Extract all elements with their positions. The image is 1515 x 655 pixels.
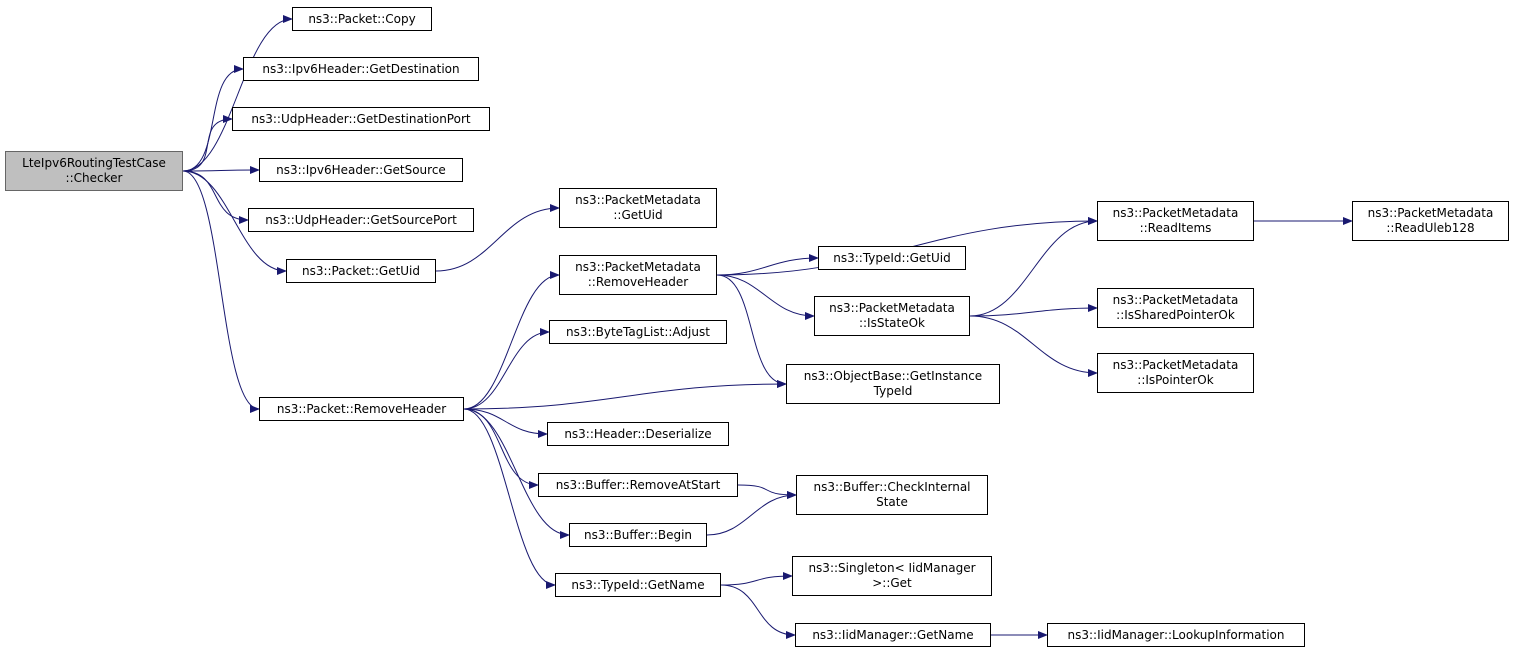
edge-typeid_get_name-to-singleton_get [720, 572, 793, 586]
edge-packet_remove_header-to-buffer_begin [463, 408, 570, 539]
edge-buffer_remove_at_start-to-buffer_check_internal_state [737, 484, 797, 499]
edge-metadata_remove_header-to-objectbase_get_instance_typeid [716, 274, 787, 388]
node-label: ns3::UdpHeader::GetDestinationPort [251, 111, 471, 126]
node-label: ::ReadUleb128 [1386, 221, 1475, 235]
node-label: ns3::PacketMetadata [829, 301, 955, 315]
node-label: ns3::PacketMetadata [1367, 206, 1494, 220]
edge-typeid_get_name-to-iidmanager_get_name [720, 584, 796, 639]
node-metadata-get-uid[interactable]: ns3::PacketMetadata ::GetUid [559, 188, 717, 228]
node-label: ns3::Buffer::Begin [583, 527, 693, 542]
edge-packet_get_uid-to-metadata_get_uid [435, 204, 560, 272]
node-label: ns3::UdpHeader::GetSourcePort [265, 212, 457, 227]
node-label: ::Checker [65, 171, 123, 185]
node-label: ::RemoveHeader [587, 275, 689, 289]
node-header-deserialize[interactable]: ns3::Header::Deserialize [547, 422, 729, 446]
node-metadata-read-uleb128[interactable]: ns3::PacketMetadata ::ReadUleb128 [1352, 201, 1509, 241]
node-buffer-check-internal-state[interactable]: ns3::Buffer::CheckInternal State [796, 475, 988, 515]
node-label: ::IsSharedPointerOk [1116, 308, 1235, 322]
edge-root-to-packet_remove_header [182, 170, 260, 413]
node-label: ns3::IidManager::LookupInformation [1067, 627, 1285, 642]
edge-packet_remove_header-to-objectbase_get_instance_typeid [463, 380, 787, 410]
node-label: LteIpv6RoutingTestCase [22, 156, 166, 170]
node-packet-remove-header[interactable]: ns3::Packet::RemoveHeader [259, 397, 464, 421]
edge-buffer_begin-to-buffer_check_internal_state [706, 491, 797, 536]
node-label: ns3::Packet::GetUid [301, 263, 421, 278]
edge-packet_remove_header-to-typeid_get_name [463, 408, 556, 589]
node-label: ns3::Ipv6Header::GetDestination [262, 61, 460, 76]
node-objectbase-get-instance-typeid[interactable]: ns3::ObjectBase::GetInstance TypeId [786, 364, 1000, 404]
node-label: ns3::Buffer::RemoveAtStart [555, 477, 721, 492]
node-label: ns3::Buffer::CheckInternal [813, 480, 971, 494]
edge-root-to-udp_get_destination_port [182, 115, 233, 172]
node-packet-get-uid[interactable]: ns3::Packet::GetUid [286, 259, 436, 283]
node-root[interactable]: LteIpv6RoutingTestCase ::Checker [5, 151, 183, 191]
edge-root-to-ipv6_get_source [182, 166, 260, 175]
node-metadata-is-state-ok[interactable]: ns3::PacketMetadata ::IsStateOk [814, 296, 970, 336]
node-metadata-is-shared-pointer-ok[interactable]: ns3::PacketMetadata ::IsSharedPointerOk [1097, 288, 1254, 328]
node-metadata-is-pointer-ok[interactable]: ns3::PacketMetadata ::IsPointerOk [1097, 353, 1254, 393]
node-label: ns3::PacketMetadata [575, 193, 701, 207]
edge-packet_remove_header-to-bytetaglist_adjust [463, 328, 550, 410]
node-udp-get-destination-port[interactable]: ns3::UdpHeader::GetDestinationPort [232, 107, 490, 131]
node-label: ns3::ObjectBase::GetInstance [803, 369, 983, 383]
node-label: ns3::Ipv6Header::GetSource [276, 162, 446, 177]
node-bytetaglist-adjust[interactable]: ns3::ByteTagList::Adjust [549, 320, 727, 344]
node-buffer-begin[interactable]: ns3::Buffer::Begin [569, 523, 707, 547]
node-label: ::ReadItems [1139, 221, 1212, 235]
node-label: ns3::ByteTagList::Adjust [566, 324, 710, 339]
edge-packet_remove_header-to-buffer_remove_at_start [463, 408, 539, 489]
node-metadata-remove-header[interactable]: ns3::PacketMetadata ::RemoveHeader [559, 255, 717, 295]
edge-metadata_remove_header-to-typeid_get_uid [716, 254, 819, 276]
node-label: ::IsStateOk [858, 316, 926, 330]
node-label: ::IsPointerOk [1137, 373, 1214, 387]
edge-root-to-packet_get_uid [182, 170, 287, 275]
node-label: State [876, 495, 908, 509]
node-iidmanager-get-name[interactable]: ns3::IidManager::GetName [795, 623, 991, 647]
node-label: ns3::PacketMetadata [575, 260, 701, 274]
edge-root-to-ipv6_get_destination [182, 65, 244, 172]
node-label: ns3::TypeId::GetUid [833, 250, 951, 265]
node-packet-copy[interactable]: ns3::Packet::Copy [292, 7, 432, 31]
node-label: ns3::Singleton< IidManager [808, 561, 976, 575]
node-ipv6-get-source[interactable]: ns3::Ipv6Header::GetSource [259, 158, 463, 182]
edge-packet_remove_header-to-metadata_remove_header [463, 271, 560, 410]
node-buffer-remove-at-start[interactable]: ns3::Buffer::RemoveAtStart [538, 473, 738, 497]
node-metadata-read-items[interactable]: ns3::PacketMetadata ::ReadItems [1097, 201, 1254, 241]
node-label: ns3::IidManager::GetName [812, 627, 974, 642]
node-label: ns3::Header::Deserialize [564, 426, 712, 441]
edge-packet_remove_header-to-header_deserialize [463, 408, 548, 438]
node-singleton-get[interactable]: ns3::Singleton< IidManager >::Get [792, 556, 992, 596]
node-iidmanager-lookup-information[interactable]: ns3::IidManager::LookupInformation [1047, 623, 1305, 647]
edge-root-to-udp_get_source_port [182, 170, 249, 224]
edge-metadata_is_state_ok-to-metadata_is_pointer_ok [969, 315, 1098, 377]
node-label: ::GetUid [613, 208, 663, 222]
node-label: ns3::PacketMetadata [1112, 293, 1239, 307]
edge-metadata_is_state_ok-to-metadata_read_items [969, 217, 1098, 317]
node-label: ns3::Packet::RemoveHeader [276, 401, 447, 416]
node-typeid-get-name[interactable]: ns3::TypeId::GetName [555, 573, 721, 597]
node-label: ns3::TypeId::GetName [571, 577, 705, 592]
node-typeid-get-uid[interactable]: ns3::TypeId::GetUid [818, 246, 966, 270]
node-label: ns3::Packet::Copy [308, 11, 416, 26]
edge-metadata_remove_header-to-metadata_is_state_ok [716, 274, 815, 320]
node-label: TypeId [873, 384, 913, 398]
node-label: ns3::PacketMetadata [1112, 206, 1239, 220]
node-ipv6-get-destination[interactable]: ns3::Ipv6Header::GetDestination [243, 57, 479, 81]
edge-metadata_is_state_ok-to-metadata_is_shared_pointer_ok [969, 304, 1098, 317]
node-label: ns3::PacketMetadata [1112, 358, 1239, 372]
node-label: >::Get [872, 576, 912, 590]
node-udp-get-source-port[interactable]: ns3::UdpHeader::GetSourcePort [248, 208, 474, 232]
edge-root-to-packet_copy [182, 15, 293, 172]
